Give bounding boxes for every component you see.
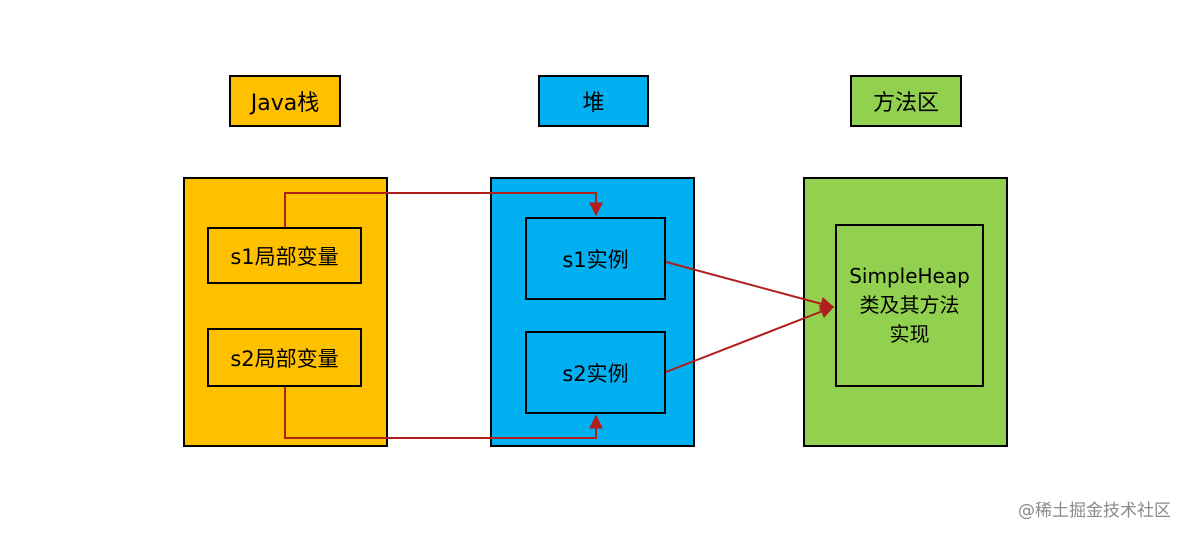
s1-local-variable-box: s1局部变量 — [207, 227, 362, 284]
s2-local-variable-box: s2局部变量 — [207, 328, 362, 387]
method-area-header: 方法区 — [850, 75, 962, 127]
class-box-line-2: 类及其方法 — [859, 293, 960, 317]
class-box-line-1: SimpleHeap — [849, 264, 970, 288]
class-box-line-3: 实现 — [889, 322, 930, 346]
s2-instance-box: s2实例 — [525, 331, 666, 414]
heap-header: 堆 — [538, 75, 649, 127]
simpleheap-class-box: SimpleHeap 类及其方法 实现 — [835, 224, 984, 387]
java-stack-panel — [183, 177, 388, 447]
watermark-text: @稀土掘金技术社区 — [1018, 501, 1171, 521]
java-stack-header: Java栈 — [229, 75, 341, 127]
s1-instance-box: s1实例 — [525, 217, 666, 300]
